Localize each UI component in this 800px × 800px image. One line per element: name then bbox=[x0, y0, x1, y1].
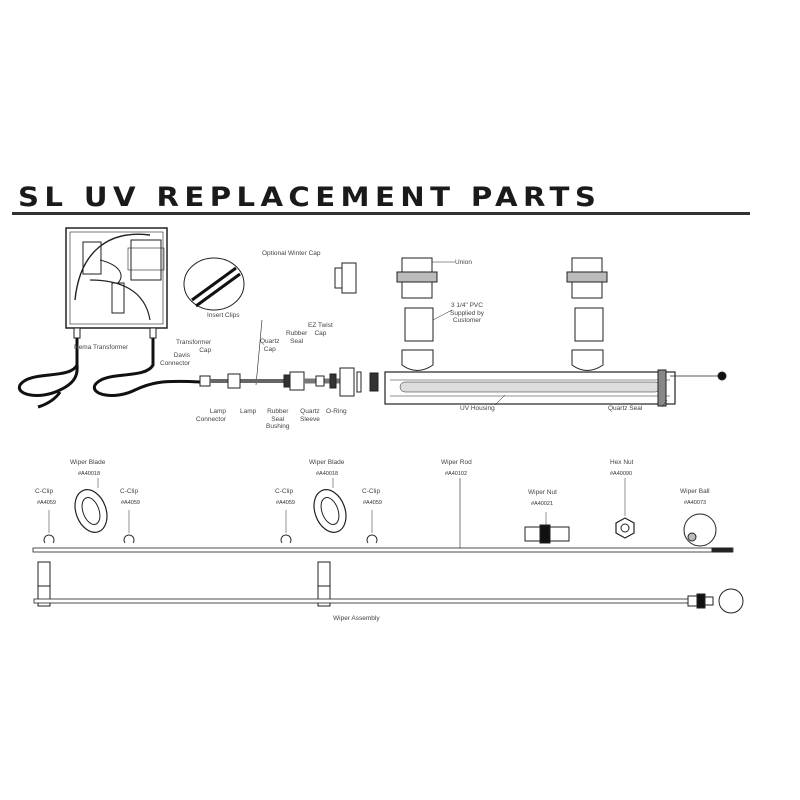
part-number: #A40102 bbox=[445, 471, 468, 477]
insert-clips-label: Insert Clips bbox=[207, 312, 240, 319]
part-number: #A4059 bbox=[363, 500, 382, 506]
part-label: Hex Nut bbox=[610, 459, 634, 466]
nema-transformer-label: Nema Transformer bbox=[74, 344, 129, 351]
part-number: #A40073 bbox=[684, 500, 707, 506]
part-number: #A40018 bbox=[316, 471, 339, 477]
part-label: C-Clip bbox=[35, 488, 54, 495]
wiper-assembly-label: Wiper Assembly bbox=[333, 615, 380, 622]
title-underline bbox=[12, 212, 750, 215]
uv-housing-label: UV Housing bbox=[460, 405, 495, 412]
part-label: C-Clip bbox=[275, 488, 294, 495]
part-label: Wiper Nut bbox=[528, 489, 557, 496]
union-label: Union bbox=[455, 259, 472, 266]
nema-transformer-drawing bbox=[65, 227, 168, 339]
part-number: #A4059 bbox=[276, 500, 295, 506]
wiper-assembly-drawing bbox=[33, 561, 744, 614]
part-number: #A40090 bbox=[610, 471, 633, 477]
part-number: #A4059 bbox=[37, 500, 56, 506]
quartz-seal-label: Quartz Seal bbox=[608, 405, 643, 412]
part-number: #A4059 bbox=[121, 500, 140, 506]
wiper-rod-drawing bbox=[32, 547, 734, 553]
clip-and-blade-drawings bbox=[43, 478, 717, 548]
part-label: Wiper Blade bbox=[309, 459, 345, 466]
page-title: SL UV REPLACEMENT PARTS bbox=[18, 182, 602, 213]
lamp-label: Lamp bbox=[240, 408, 257, 415]
part-number: #A40021 bbox=[531, 501, 554, 507]
optional-winter-cap-label: Optional Winter Cap bbox=[262, 250, 321, 257]
part-label: Wiper Ball bbox=[680, 488, 710, 495]
part-label: Wiper Rod bbox=[441, 459, 472, 466]
insert-clips-detail bbox=[183, 257, 245, 311]
lamp-assembly-drawing bbox=[199, 367, 379, 397]
power-cords bbox=[17, 338, 201, 409]
part-label: C-Clip bbox=[362, 488, 381, 495]
uv-housing-drawing bbox=[384, 257, 727, 407]
o-ring-label: O-Ring bbox=[326, 408, 347, 415]
part-number: #A40018 bbox=[78, 471, 101, 477]
leader-lines bbox=[432, 261, 668, 408]
optional-winter-cap-drawing bbox=[334, 262, 357, 294]
part-label: C-Clip bbox=[120, 488, 139, 495]
part-label: Wiper Blade bbox=[70, 459, 106, 466]
